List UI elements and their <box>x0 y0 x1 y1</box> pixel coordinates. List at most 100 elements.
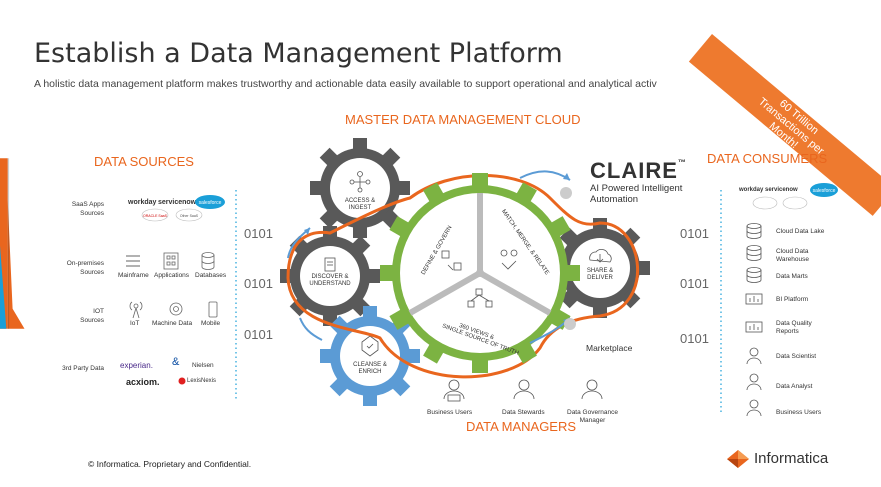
data-managers-heading: DATA MANAGERS <box>466 419 577 434</box>
data-consumers-heading: DATA CONSUMERS <box>707 151 828 166</box>
servicenow-logo: servicenow <box>158 199 197 206</box>
iot-antenna-icon <box>129 301 143 319</box>
consumer-workday-logo: workday <box>739 187 764 193</box>
ribbon-line-2: Transactions per <box>755 95 827 158</box>
consumer-label-business-users: Business Users <box>776 409 822 416</box>
workday-logo: workday <box>128 199 157 206</box>
binary-label-3: 0101 <box>244 327 273 342</box>
data-scientist-icon <box>746 347 762 365</box>
other-saas-cloud-icon: Other SaaS <box>175 208 203 222</box>
copyright-footer: © Informatica. Proprietary and Confident… <box>88 459 252 469</box>
page-number: 4 <box>41 462 45 468</box>
manager-label-business-users: Business Users <box>427 409 473 416</box>
discover-understand-gear: DISCOVER & UNDERSTAND <box>280 226 380 326</box>
cloud-data-warehouse-icon <box>746 245 762 261</box>
binary-label-5: 0101 <box>680 276 709 291</box>
lexisnexis-logo: LexisNexis <box>187 378 217 384</box>
data-sources-heading: DATA SOURCES <box>94 154 194 169</box>
cloud-data-lake-icon <box>746 223 762 239</box>
svg-text:INGEST: INGEST <box>349 205 372 211</box>
consumers-dotted-divider <box>720 190 722 415</box>
data-stewards-person-icon <box>513 379 535 400</box>
mainframe-icon <box>126 255 140 267</box>
share-cloud-icon <box>589 249 612 263</box>
applications-icon <box>163 252 179 270</box>
binary-label-6: 0101 <box>680 331 709 346</box>
mdm-cloud-heading: MASTER DATA MANAGEMENT CLOUD <box>345 112 581 127</box>
svg-text:UNDERSTAND: UNDERSTAND <box>309 281 351 287</box>
mobile-icon <box>208 301 218 318</box>
share-deliver-gear: SHARE & DELIVER <box>550 218 650 318</box>
svg-text:ORACLE SaaS: ORACLE SaaS <box>143 214 168 218</box>
define-govern-icon <box>441 250 462 271</box>
svg-text:DISCOVER &: DISCOVER & <box>311 274 348 280</box>
consumer-label-data-marts: Data Marts <box>776 273 808 280</box>
data-governance-person-icon <box>581 379 603 400</box>
page-title: Establish a Data Management Platform <box>34 38 563 69</box>
sources-dotted-divider <box>235 190 237 400</box>
databases-label: Databases <box>195 272 227 279</box>
source-label-third-party: 3rd Party Data <box>62 365 104 372</box>
onprem-icons <box>126 252 215 270</box>
machine-data-label: Machine Data <box>152 320 193 327</box>
left-accent-strip <box>0 158 25 329</box>
svg-text:ENRICH: ENRICH <box>358 369 381 375</box>
cleanse-shield-icon <box>361 335 379 357</box>
business-users-icon <box>746 399 762 417</box>
consumer-label-cloud-data-lake: Cloud Data Lake <box>776 228 825 235</box>
single-source-icon <box>467 288 493 308</box>
applications-label: Applications <box>154 272 190 279</box>
iot-icons <box>129 301 218 319</box>
consumer-icons <box>745 223 763 417</box>
svg-text:salesforce: salesforce <box>199 200 222 206</box>
binary-label-2: 0101 <box>244 276 273 291</box>
business-users-person-icon <box>443 379 465 402</box>
nielsen-logo: Nielsen <box>192 362 214 369</box>
iot-label: IoT <box>130 320 140 327</box>
data-marts-icon <box>746 267 762 283</box>
access-ingest-gear: ACCESS & INGEST <box>310 138 410 238</box>
mobile-label: Mobile <box>201 320 221 327</box>
ampersand-logo: & <box>172 356 180 368</box>
data-quality-reports-icon <box>745 321 763 333</box>
consumer-label-data-scientist: Data Scientist <box>776 353 817 360</box>
consumer-salesforce-icon: salesforce <box>810 183 838 197</box>
bi-platform-icon <box>745 293 763 305</box>
acxiom-logo: acxiom. <box>126 377 160 387</box>
binary-label-4: 0101 <box>680 226 709 241</box>
central-green-gear: DEFINE & GOVERN MATCH, MERGE, & RELATE 3… <box>380 173 580 373</box>
mainframe-label: Mainframe <box>118 272 149 279</box>
managers-icons <box>443 379 603 402</box>
machine-data-gear-icon <box>169 302 183 316</box>
consumer-cloud-icons <box>752 196 808 210</box>
svg-text:DELIVER: DELIVER <box>587 275 613 281</box>
svg-text:salesforce: salesforce <box>813 188 836 194</box>
page-subtitle: A holistic data management platform make… <box>34 78 657 90</box>
mdm-gears-diagram: ACCESS & INGEST DISCOVER & UNDERSTAND CL… <box>280 138 650 406</box>
access-network-icon <box>349 171 371 193</box>
marketplace-label: Marketplace <box>586 343 633 353</box>
svg-text:SHARE &: SHARE & <box>587 268 613 274</box>
consumer-label-data-analyst: Data Analyst <box>776 383 813 390</box>
svg-text:Other SaaS: Other SaaS <box>180 214 199 218</box>
informatica-logo-text: Informatica <box>754 450 829 467</box>
lexisnexis-dot-icon <box>178 377 186 385</box>
oracle-saas-cloud-icon: ORACLE SaaS <box>141 208 169 222</box>
svg-text:CLEANSE &: CLEANSE & <box>353 362 387 368</box>
match-merge-icon <box>500 249 518 270</box>
consumer-servicenow-logo: servicenow <box>765 187 798 193</box>
databases-icon <box>201 252 215 270</box>
data-analyst-icon <box>746 373 762 391</box>
discover-document-icon <box>324 257 336 272</box>
binary-label-1: 0101 <box>244 226 273 241</box>
cleanse-enrich-gear: CLEANSE & ENRICH <box>320 306 420 406</box>
experian-logo: experian. <box>120 361 153 370</box>
claire-logo: CLAIRE™ <box>590 158 687 183</box>
salesforce-cloud-icon: salesforce <box>195 195 225 209</box>
